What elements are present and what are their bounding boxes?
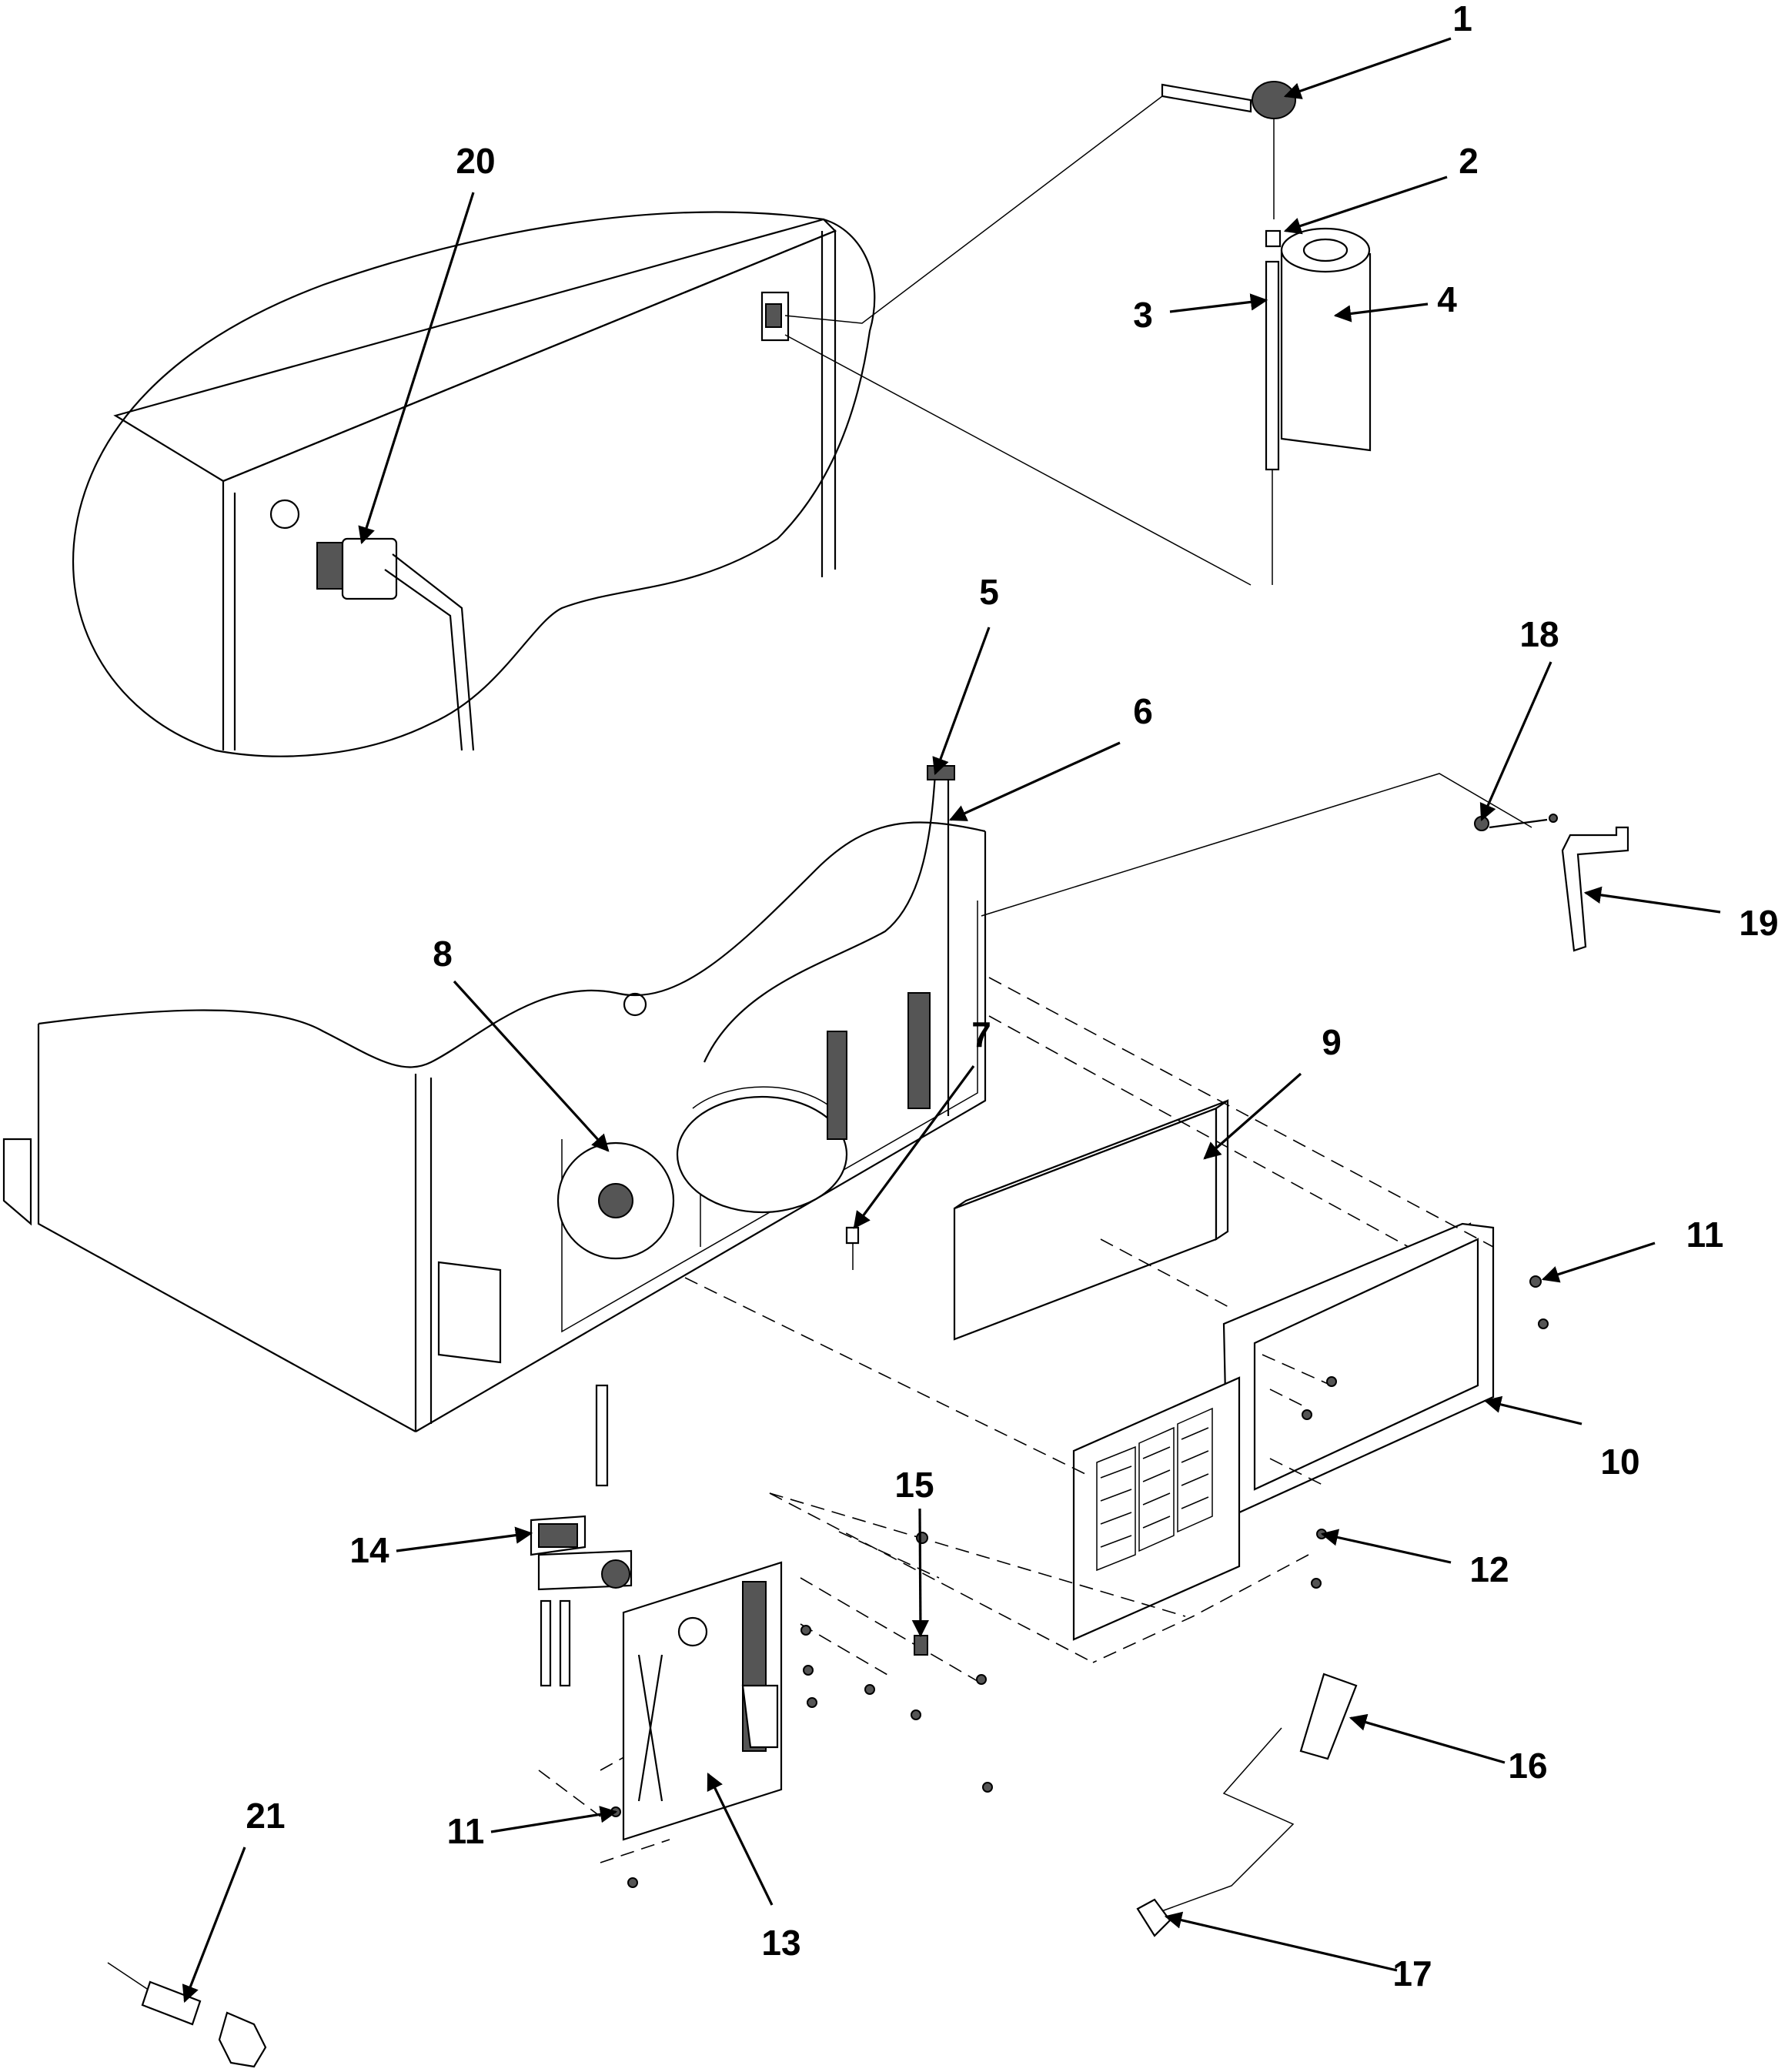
callout-4: 4: [1437, 279, 1457, 319]
callout-2: 2: [1459, 141, 1479, 181]
callout-11-lower: 11: [447, 1811, 485, 1851]
part-14-valve-assembly: [530, 1384, 633, 1687]
callout-1: 1: [1452, 0, 1472, 38]
part-12-grille: [1072, 1376, 1241, 1641]
callout-18: 18: [1519, 614, 1559, 654]
callout-20: 20: [456, 141, 495, 181]
callout-10: 10: [1600, 1442, 1639, 1482]
callout-8: 8: [433, 934, 453, 974]
callout-9: 9: [1322, 1022, 1342, 1062]
callout-17: 17: [1392, 1953, 1432, 1993]
callout-12: 12: [1469, 1549, 1509, 1589]
parts-16-17-filter: [1136, 1673, 1358, 1937]
assembly-lines: [538, 773, 1532, 1917]
callout-6: 6: [1133, 691, 1153, 731]
callout-21: 21: [246, 1796, 285, 1836]
part-13-bracket: [622, 1561, 783, 1841]
callout-15: 15: [894, 1465, 934, 1505]
callout-13: 13: [761, 1923, 800, 1963]
callout-labels: 1 2 3 4 5 6 7 8 9 10 11 11 12 13 14 15 1…: [246, 0, 1778, 1993]
callout-14: 14: [349, 1530, 389, 1570]
upper-cabinet-detail: [72, 95, 1252, 757]
part-20-valve: [316, 537, 475, 751]
part-15-clip: [914, 1635, 928, 1656]
callout-19: 19: [1739, 903, 1778, 943]
callout-16: 16: [1508, 1746, 1547, 1786]
fill-tube-assembly: [1161, 81, 1372, 585]
part-10-access-panel: [1222, 1222, 1495, 1514]
callout-3: 3: [1133, 295, 1153, 335]
callout-7: 7: [971, 1014, 991, 1054]
lower-cabinet: [2, 765, 987, 1432]
callout-11-upper: 11: [1686, 1215, 1724, 1255]
parts-18-19-hose: [1489, 818, 1629, 952]
part-9-panel: [953, 1098, 1229, 1341]
callout-arrows: [182, 37, 1721, 2003]
part-21-fitting: [107, 1962, 267, 2068]
callout-5: 5: [979, 572, 999, 612]
